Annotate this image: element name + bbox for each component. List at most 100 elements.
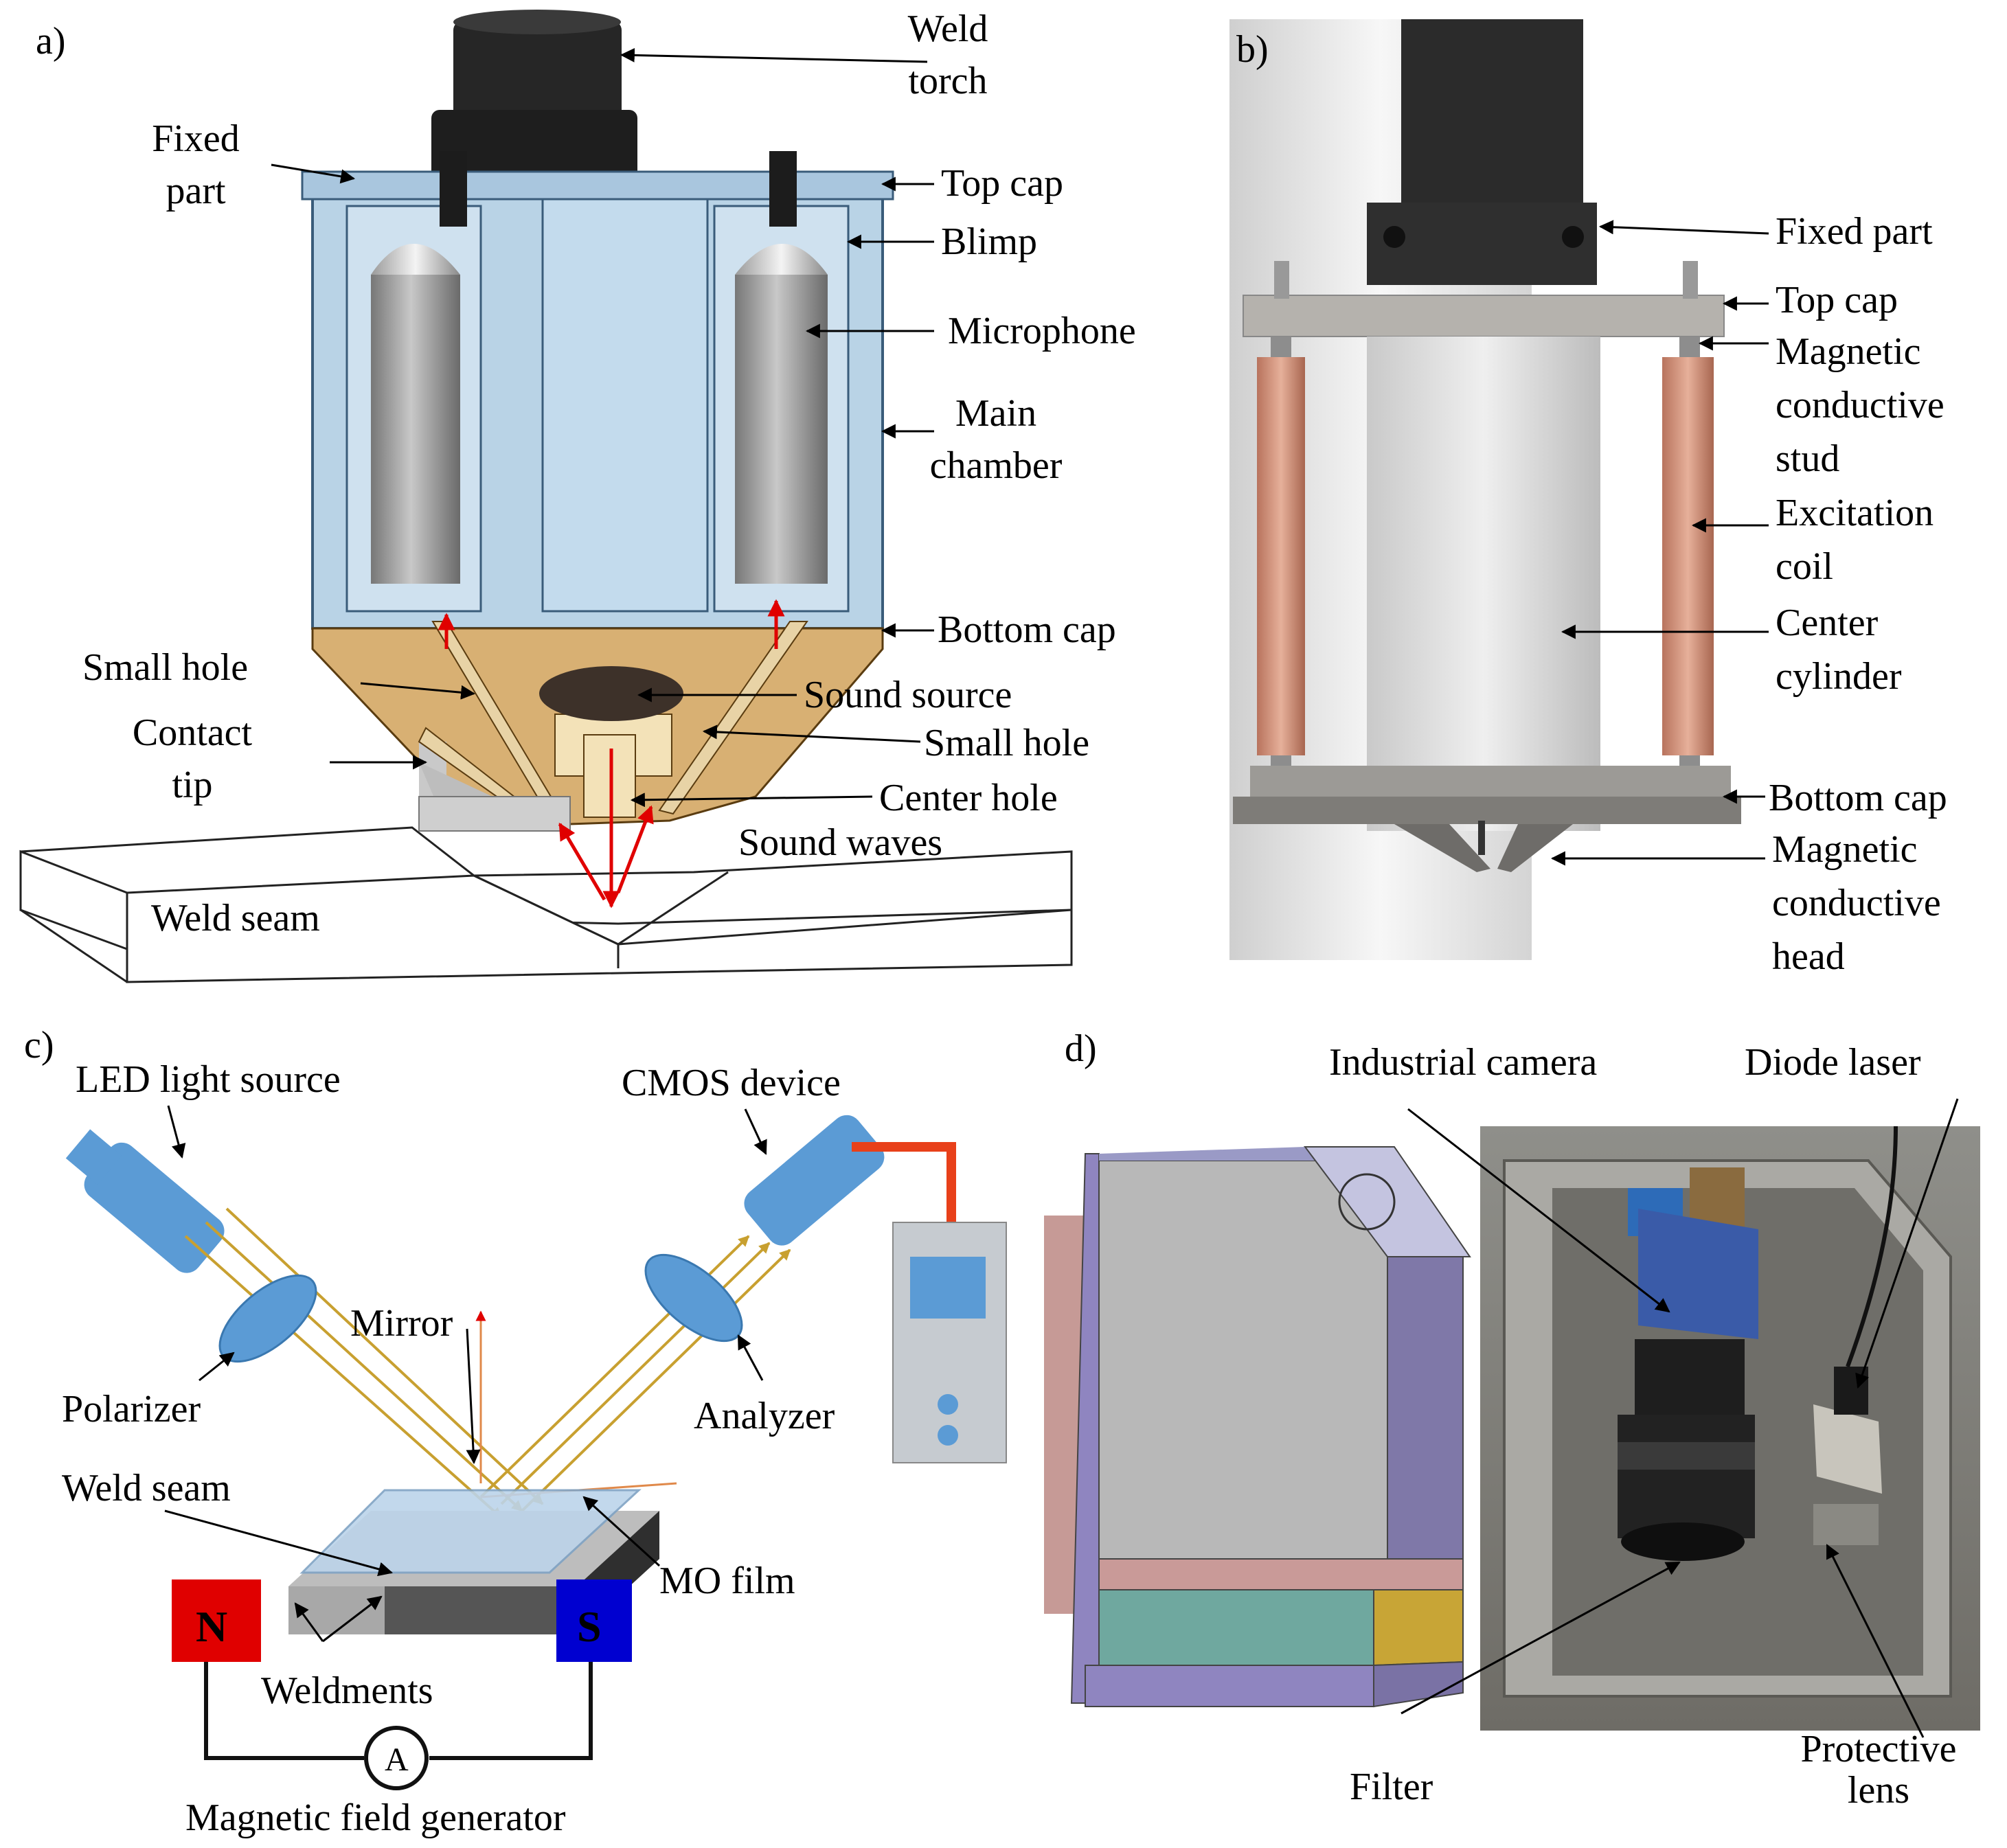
- magnet-north: [172, 1579, 261, 1662]
- label-line: stud: [1776, 437, 1839, 480]
- panel-b-label-fixed-part: Fixed part: [1776, 210, 1933, 253]
- ammeter-label: A: [385, 1742, 409, 1778]
- coil-left: [1257, 357, 1305, 755]
- main-chamber-body: [301, 151, 894, 630]
- cmos-cable: [852, 1142, 956, 1222]
- label-line: Magnetic: [1776, 330, 1920, 373]
- label-line: torch: [908, 60, 987, 102]
- label-line: Center hole: [879, 777, 1058, 819]
- label-line: Microphone: [948, 310, 1136, 352]
- analyzer-disc: [644, 1253, 743, 1343]
- panel-a-label-small-hole-right: Small hole: [924, 722, 1089, 764]
- panel-a-label: a): [36, 20, 66, 62]
- label-line: Polarizer: [62, 1388, 201, 1430]
- panel-d-label-diode-laser: Diode laser: [1745, 1041, 1921, 1084]
- weldment-block: [288, 1489, 659, 1634]
- panel-c-label-polarizer: Polarizer: [62, 1388, 201, 1430]
- label-line: Weld seam: [62, 1467, 231, 1509]
- panel-d-label: d): [1065, 1027, 1097, 1070]
- circuit-wire-right: [429, 1662, 593, 1760]
- light-beams: [184, 1207, 791, 1519]
- camera-body: [1638, 1209, 1758, 1339]
- panel-d: d): [1044, 1027, 1980, 1738]
- filter-body: [1621, 1522, 1745, 1561]
- label-line: Weld seam: [151, 897, 320, 939]
- bottom-cap-plate: [1250, 766, 1731, 800]
- coil-right: [1662, 357, 1714, 755]
- panel-d-leaders: [1401, 1098, 1959, 1738]
- label-line: Sound source: [804, 674, 1012, 716]
- label-line: Sound waves: [738, 821, 942, 864]
- label-line: Analyzer: [694, 1395, 835, 1437]
- panel-d-label-industrial-camera: Industrial camera: [1329, 1041, 1597, 1084]
- panel-b-label: b): [1236, 28, 1269, 71]
- ammeter: [364, 1726, 429, 1790]
- panel-c-leaders: [164, 1105, 767, 1643]
- panel-c-label-mo-film: MO film: [659, 1560, 795, 1602]
- top-cap-plate: [1243, 295, 1725, 337]
- panel-c-label-weld-seam: Weld seam: [62, 1467, 231, 1509]
- panel-b-label-top-cap: Top cap: [1776, 279, 1898, 321]
- label-line: Bottom cap: [938, 608, 1116, 651]
- panel-a-label-microphone: Microphone: [948, 310, 1136, 352]
- panel-c-label-led-light-source: LED light source: [76, 1058, 341, 1101]
- panel-c-label: c): [24, 1024, 54, 1066]
- label-line: LED light source: [76, 1058, 341, 1101]
- label-line: Filter: [1350, 1766, 1433, 1808]
- head-left: [1394, 824, 1490, 872]
- cad-housing: [1044, 1146, 1471, 1708]
- sound-wave-arrows: [438, 599, 785, 909]
- panel-a-label-blimp: Blimp: [941, 220, 1037, 263]
- label-line: Top cap: [941, 162, 1063, 205]
- label-line: MO film: [659, 1560, 795, 1602]
- mo-film-layer: [299, 1489, 642, 1574]
- label-line: cylinder: [1776, 655, 1902, 698]
- panel-b: b): [1229, 19, 1769, 960]
- panel-a-label-small-hole-left: Small hole: [82, 646, 248, 689]
- panel-a-label-weld-seam: Weld seam: [151, 897, 320, 939]
- led-source-body: [65, 1129, 225, 1273]
- label-line: Weldments: [261, 1669, 433, 1712]
- magnet-north-label: N: [196, 1602, 227, 1651]
- panel-a-label-weld-torch: Weld torch: [908, 8, 988, 102]
- label-line: Excitation: [1776, 492, 1934, 534]
- label-line: CMOS device: [622, 1062, 841, 1104]
- label-line: lens: [1848, 1769, 1909, 1812]
- panel-a-label-sound-waves: Sound waves: [738, 821, 942, 864]
- label-line: Industrial camera: [1329, 1041, 1597, 1084]
- label-line: Blimp: [941, 220, 1037, 263]
- label-line: Main: [955, 392, 1036, 435]
- bottom-cap-body: [311, 621, 884, 832]
- label-line: conductive: [1776, 384, 1944, 426]
- photo-sensor: [1480, 1126, 1980, 1731]
- label-line: Weld: [908, 8, 988, 50]
- panel-a-label-top-cap: Top cap: [941, 162, 1063, 205]
- label-line: Fixed part: [1776, 210, 1933, 253]
- head-right: [1497, 824, 1573, 872]
- panel-a-label-sound-source: Sound source: [804, 674, 1012, 716]
- panel-d-label-filter: Filter: [1350, 1766, 1433, 1808]
- panel-b-label-center-cylinder: Center cylinder: [1776, 602, 1902, 698]
- panel-a-label-center-hole: Center hole: [879, 777, 1058, 819]
- label-line: Center: [1776, 602, 1879, 644]
- label-line: Small hole: [82, 646, 248, 689]
- label-line: Magnetic field generator: [185, 1796, 566, 1839]
- panel-b-leaders: [1550, 220, 1769, 866]
- fixed-part-block: [1367, 203, 1597, 285]
- panel-c-label-cmos-device: CMOS device: [622, 1062, 841, 1104]
- center-cylinder-body: [1367, 336, 1600, 831]
- panel-a-leaders: [271, 47, 934, 808]
- label-line: part: [166, 170, 226, 212]
- label-line: Contact: [133, 711, 253, 754]
- panel-a-label-bottom-cap: Bottom cap: [938, 608, 1116, 651]
- laser-body: [1813, 1404, 1882, 1494]
- panel-b-label-magnetic-conductive-stud: Magnetic conductive stud: [1776, 330, 1944, 480]
- circuit-wire-left: [204, 1662, 364, 1760]
